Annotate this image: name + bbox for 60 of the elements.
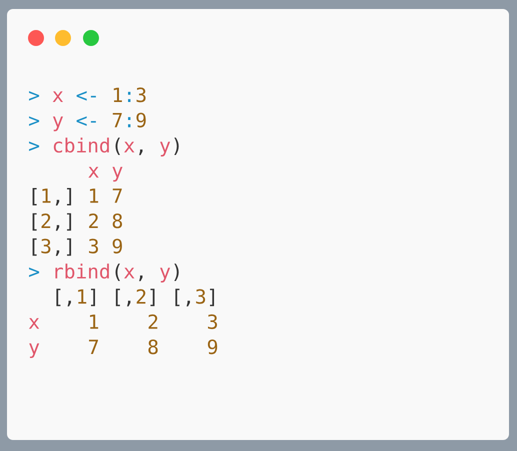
code-text: ( — [116, 138, 120, 155]
code-text: [ — [32, 188, 37, 206]
code-text: , — [139, 150, 142, 156]
code-text: 1 — [90, 188, 98, 203]
code-text: [ — [32, 238, 37, 256]
code-text: 3 — [41, 238, 50, 254]
code-text: 1 — [78, 289, 86, 304]
code-text: x — [124, 142, 134, 152]
code-text: 2 — [89, 214, 98, 228]
code-text: 3 — [136, 88, 146, 102]
code-text: ,] — [56, 188, 72, 206]
code-text: ,] — [56, 213, 72, 231]
code-text: x — [124, 268, 134, 278]
code-text: <- — [76, 91, 96, 101]
code-text: 2 — [136, 289, 146, 304]
code-text: ,] — [56, 238, 72, 256]
code-text: 3 — [89, 238, 98, 254]
code-text: 9 — [208, 340, 218, 354]
code-text: 1 — [42, 188, 51, 203]
code-text: > — [29, 142, 40, 152]
code-text: ) — [174, 138, 179, 155]
code-text: 8 — [148, 340, 158, 354]
code-text: x — [52, 91, 63, 102]
code-text: [, — [56, 288, 71, 306]
code-text: ( — [116, 264, 120, 281]
code-text: [, — [175, 288, 190, 306]
code-text: , — [139, 276, 142, 282]
code-text: x — [88, 166, 99, 178]
code-text: 2 — [42, 214, 50, 228]
code-text: y — [160, 142, 170, 156]
code-text: 8 — [112, 214, 122, 228]
code-text: > — [29, 91, 40, 101]
code-text: 7 — [112, 188, 122, 203]
code-text: y — [29, 343, 40, 358]
code-text: 9 — [112, 238, 122, 254]
code-text: > — [29, 116, 40, 126]
code-text: : — [128, 117, 130, 128]
code-text: 1 — [114, 88, 122, 102]
code-text: [ — [32, 213, 37, 231]
code-text: y — [112, 166, 122, 182]
code-text: 2 — [148, 314, 158, 329]
code-text: 9 — [136, 112, 146, 128]
code-text: y — [160, 268, 170, 282]
code-text: ] — [210, 288, 214, 306]
code-text: ] — [91, 288, 96, 306]
code-text: <- — [76, 116, 96, 126]
code-text: 3 — [196, 289, 206, 304]
code-text: 3 — [208, 314, 217, 330]
code-text: rbind — [55, 264, 109, 279]
code-text: y — [53, 116, 63, 132]
code-text: 7 — [112, 113, 122, 128]
code-text: 1 — [90, 314, 98, 329]
code-text: ) — [174, 264, 179, 281]
code-text: > — [29, 268, 40, 278]
code-text: 7 — [89, 340, 98, 354]
code-text: [, — [116, 288, 130, 306]
code-text: : — [128, 92, 130, 102]
code-text: cbind — [54, 138, 109, 153]
code-text: ] — [150, 288, 155, 306]
code-text: x — [28, 318, 40, 329]
